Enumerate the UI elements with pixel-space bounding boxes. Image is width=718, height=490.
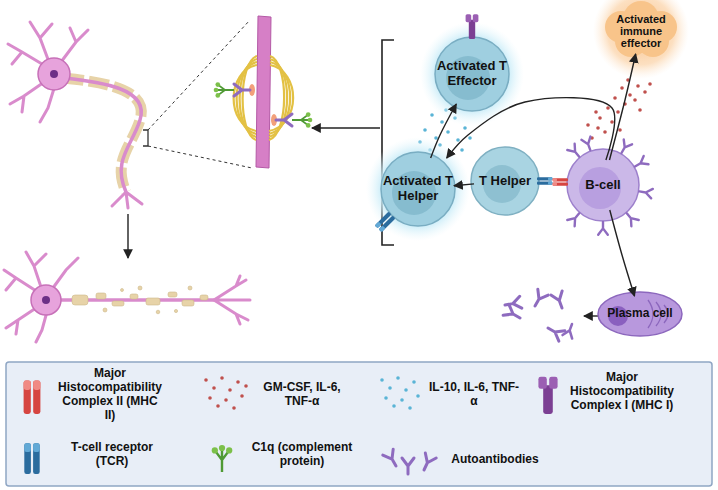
legend-entry: Autoantibodies [440, 452, 550, 466]
tcr-receptor [375, 212, 396, 233]
zoomed-axon [214, 16, 313, 168]
myelin-debris [72, 286, 208, 314]
activation-glow [593, 0, 689, 79]
cell-nucleus [579, 167, 621, 209]
demyelinated-neuron [4, 252, 250, 342]
mhc2-sample [24, 380, 41, 414]
tcr-receptor [537, 177, 552, 185]
legend-text: GM-CSF, IL-6, TNF-α [263, 380, 340, 408]
cell-body [381, 152, 455, 226]
zoom-leader [148, 20, 252, 168]
attack-arrow [312, 127, 380, 128]
activation-glow [366, 137, 470, 241]
legend-entry: GM-CSF, IL-6, TNF-α [252, 380, 352, 408]
soma [31, 285, 61, 315]
axon [64, 78, 141, 192]
autoantibody [276, 114, 292, 126]
legend-text: C1q (complement protein) [252, 440, 353, 468]
nucleus [42, 296, 50, 304]
c1q-sample [212, 445, 233, 472]
arrow-connector [431, 104, 457, 158]
c1q-symbol [214, 82, 234, 97]
c1q-symbol [292, 112, 312, 127]
legend-box [6, 362, 712, 486]
legend-text: Autoantibodies [451, 452, 538, 466]
mhc1-receptor [466, 14, 479, 39]
b-cell: B-cell [572, 160, 634, 210]
cell-label: Activated immune effector [605, 13, 677, 50]
arrow-connector [454, 184, 474, 186]
activated-t-effector: Activated T Effector [436, 44, 508, 104]
plasma-cell: Plasma cell [603, 296, 677, 332]
legend-entry: T-cell receptor (TCR) [56, 440, 168, 468]
legend-text: Major Histocompatibility Complex II (MHC… [58, 366, 162, 422]
legend-text: T-cell receptor (TCR) [71, 440, 153, 468]
arrow-connector [610, 210, 635, 296]
cell-body [567, 149, 639, 221]
mhc1-sample [538, 377, 557, 414]
cytokine-sample [204, 376, 248, 410]
nucleus [50, 70, 58, 78]
legend-text: IL-10, IL-6, TNF-α [429, 380, 519, 408]
autoantibody-sample [383, 449, 436, 474]
axon-segment [256, 16, 271, 168]
connector-layer [431, 54, 636, 296]
zoom-bracket [143, 130, 148, 146]
axon-terminal [112, 192, 142, 208]
cell-label: Activated T Effector [436, 59, 508, 88]
cell-label: T Helper [479, 174, 531, 189]
myelin-layers [234, 56, 294, 140]
legend-entry: Major Histocompatibility Complex II (MHC… [56, 366, 164, 422]
legend-entry: C1q (complement protein) [240, 440, 364, 468]
immune-effector-cloud: Activated immune effector [605, 8, 677, 54]
axon-terminal [214, 276, 250, 324]
autoantibody [234, 84, 250, 96]
arrow-connector [609, 54, 635, 160]
legend-text: Major Histocompatibility Complex I (MHC … [570, 370, 674, 412]
secreted-autoantibodies [503, 289, 577, 341]
activated-t-helper: Activated T Helper [382, 158, 454, 220]
cell-body [471, 147, 539, 215]
cell-label: Activated T Helper [382, 174, 454, 203]
progression-arrow [127, 214, 128, 258]
mhc2-receptor [553, 178, 568, 186]
cell-label: Plasma cell [607, 307, 672, 320]
legend-entry: Major Histocompatibility Complex I (MHC … [568, 370, 676, 412]
cell-body [598, 292, 682, 336]
arrow-connector [447, 98, 615, 160]
activation-glow [420, 22, 524, 126]
b-cell-receptors [567, 137, 653, 235]
dendrites [4, 252, 78, 342]
dendrites [8, 22, 88, 122]
soma [38, 58, 70, 90]
t-helper-cell: T Helper [474, 155, 536, 207]
legend-entry: IL-10, IL-6, TNF-α [428, 380, 520, 408]
cytokine-sample [380, 376, 420, 410]
cell-label: B-cell [585, 178, 620, 193]
pro-inflammatory-cytokines [586, 78, 652, 140]
cell-body [435, 37, 509, 111]
healthy-neuron [8, 22, 142, 208]
myelin-sheath [64, 78, 141, 192]
tcr-sample [24, 443, 39, 474]
